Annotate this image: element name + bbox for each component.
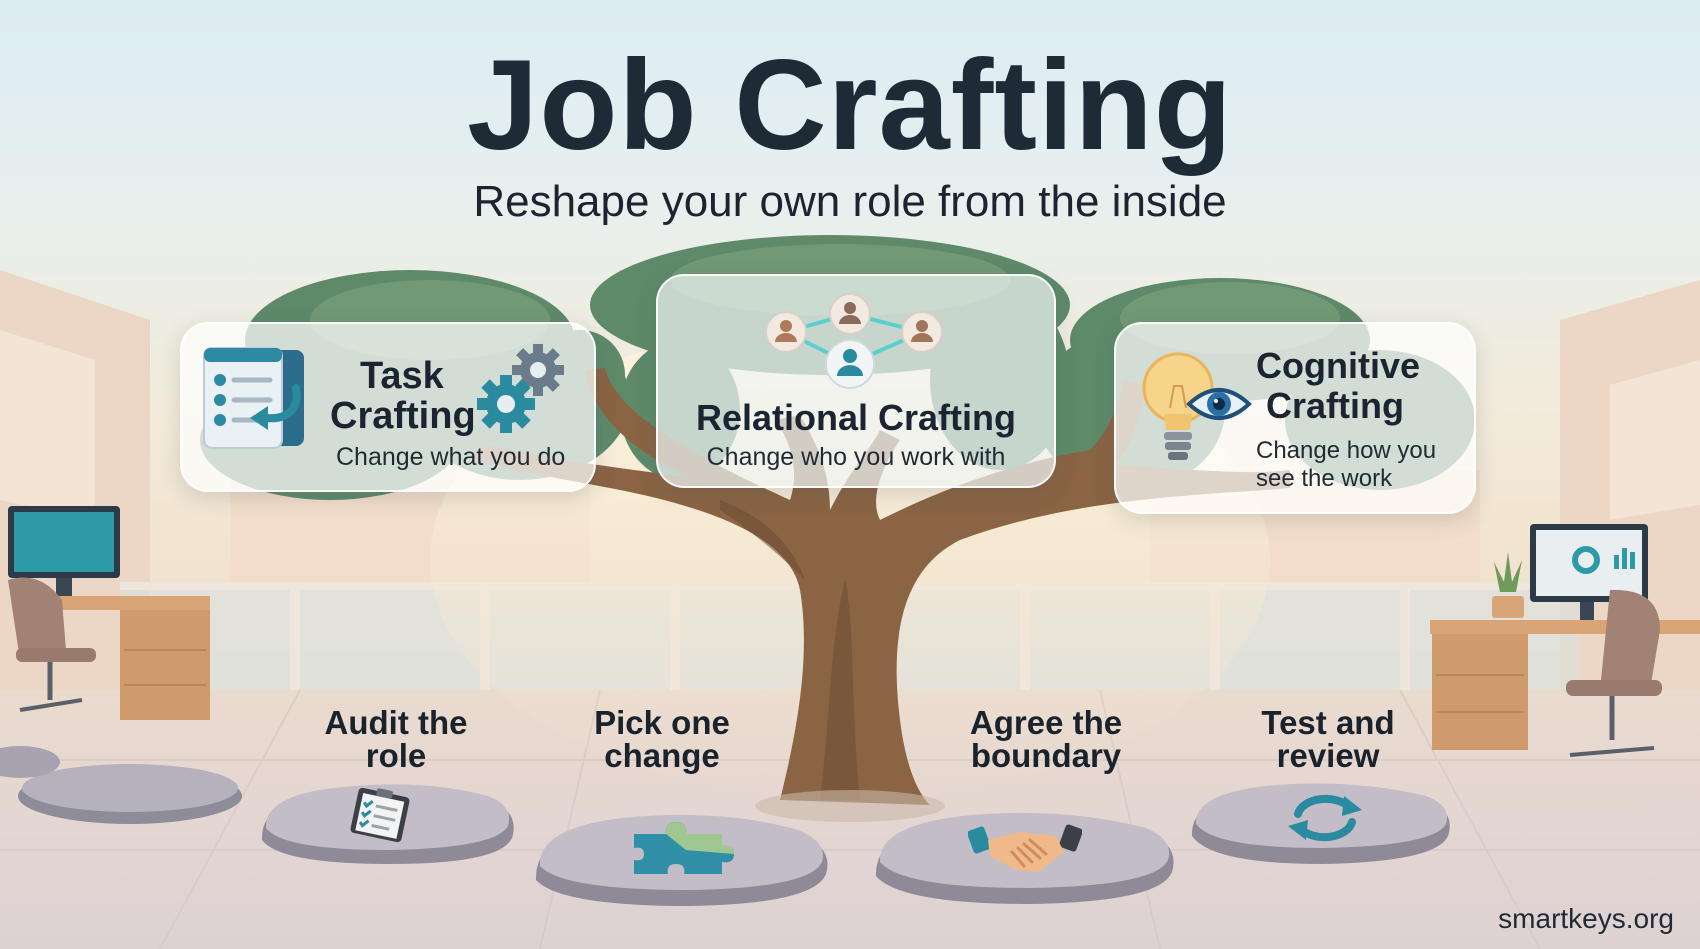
step-agree-line2: boundary <box>970 737 1122 774</box>
puzzle-icon <box>634 822 734 874</box>
person-avatar-top <box>829 293 871 335</box>
task-crafting-subtitle: Change what you do <box>336 443 566 471</box>
refresh-icon <box>1288 794 1362 842</box>
eye-icon <box>1186 388 1252 420</box>
step-test-line1: Test and <box>1261 704 1395 741</box>
task-crafting-card: Task Crafting <box>180 322 596 492</box>
page-subtitle: Reshape your own role from the inside <box>473 177 1227 226</box>
cognitive-crafting-title-line2: Crafting <box>1266 385 1404 426</box>
step-agree-line1: Agree the <box>969 704 1123 741</box>
step-test-line2: review <box>1276 737 1380 774</box>
cognitive-crafting-subtitle-line2: see the work <box>1256 465 1393 492</box>
person-avatar-left <box>765 311 807 353</box>
arrow-icon <box>250 384 301 430</box>
step-pick-label: Pick one change <box>542 706 782 772</box>
task-crafting-title-line2: Crafting <box>330 395 476 437</box>
clipboard-icon <box>350 788 410 842</box>
footer-site-link[interactable]: smartkeys.org <box>1498 903 1674 934</box>
handshake-icon <box>968 824 1082 872</box>
relational-crafting-subtitle: Change who you work with <box>706 443 1006 471</box>
page-title: Job Crafting <box>467 34 1233 177</box>
person-avatar-center <box>825 339 875 389</box>
cognitive-crafting-subtitle-line1: Change how you <box>1256 437 1437 464</box>
relational-crafting-card: Relational Crafting Change who you work … <box>656 274 1056 488</box>
step-test-label: Test and review <box>1208 706 1448 772</box>
step-agree-label: Agree the boundary <box>926 706 1166 772</box>
person-avatar-right <box>901 311 943 353</box>
task-crafting-title-line1: Task <box>360 355 444 397</box>
relational-crafting-title: Relational Crafting <box>695 397 1017 438</box>
stone-test <box>1191 783 1450 864</box>
step-audit-line1: Audit the <box>324 704 468 741</box>
people-network-icon <box>765 293 943 389</box>
cognitive-crafting-title-line1: Cognitive <box>1256 345 1421 386</box>
gear-icon <box>477 344 564 433</box>
step-pick-line2: change <box>604 737 720 774</box>
step-audit-label: Audit the role <box>276 706 516 772</box>
step-audit-line2: role <box>365 737 427 774</box>
cognitive-crafting-card: Cognitive Crafting Change how you see th… <box>1114 322 1476 514</box>
step-pick-line1: Pick one <box>594 704 730 741</box>
